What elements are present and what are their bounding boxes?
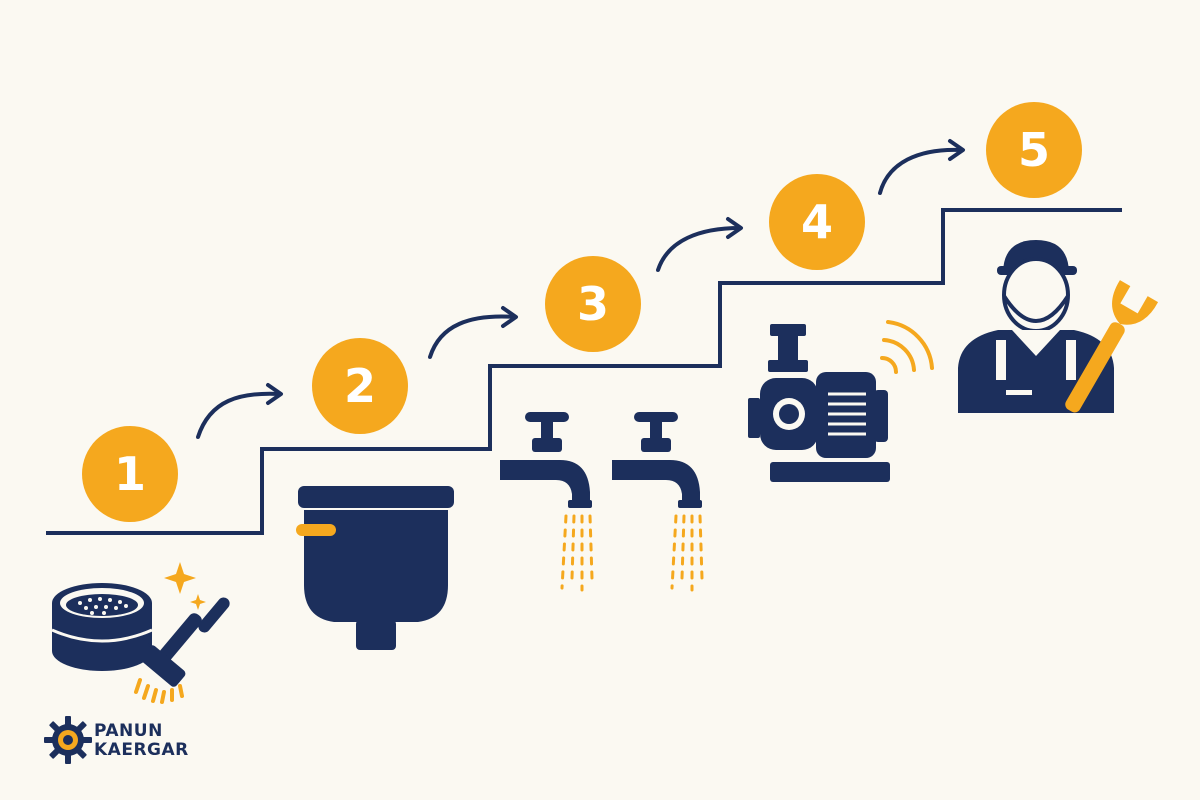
step-4-number: 4 [800,195,833,249]
arrow-4-to-5 [878,139,965,195]
step-1-badge: 1 [82,426,178,522]
staircase-line [46,208,1122,535]
step-2-badge: 2 [312,338,408,434]
step-4-badge: 4 [769,174,865,270]
plumber-technician-icon [958,240,1159,413]
filter-cleaning-brush-icon [51,562,230,704]
brand-logo: PANUN KAERGAR [94,722,189,760]
arrow-1-to-2 [196,383,283,439]
arrow-2-to-3 [428,306,518,359]
toilet-tank-icon [296,486,454,650]
step-5-number: 5 [1017,123,1050,177]
gear-logo-icon [44,716,92,764]
wrench-icon [1065,280,1159,413]
step-5-badge: 5 [986,102,1082,198]
faucet-left [500,412,592,508]
faucet-right [612,412,702,508]
logo-line-1: PANUN [94,721,163,741]
step-3-badge: 3 [545,256,641,352]
logo-line-2: KAERGAR [94,740,189,760]
step-2-number: 2 [343,359,376,413]
step-3-number: 3 [576,277,609,331]
step-1-number: 1 [113,447,146,501]
arrow-3-to-4 [656,217,743,272]
dripping-faucets-icon [500,412,704,592]
water-pump-icon [748,320,934,482]
